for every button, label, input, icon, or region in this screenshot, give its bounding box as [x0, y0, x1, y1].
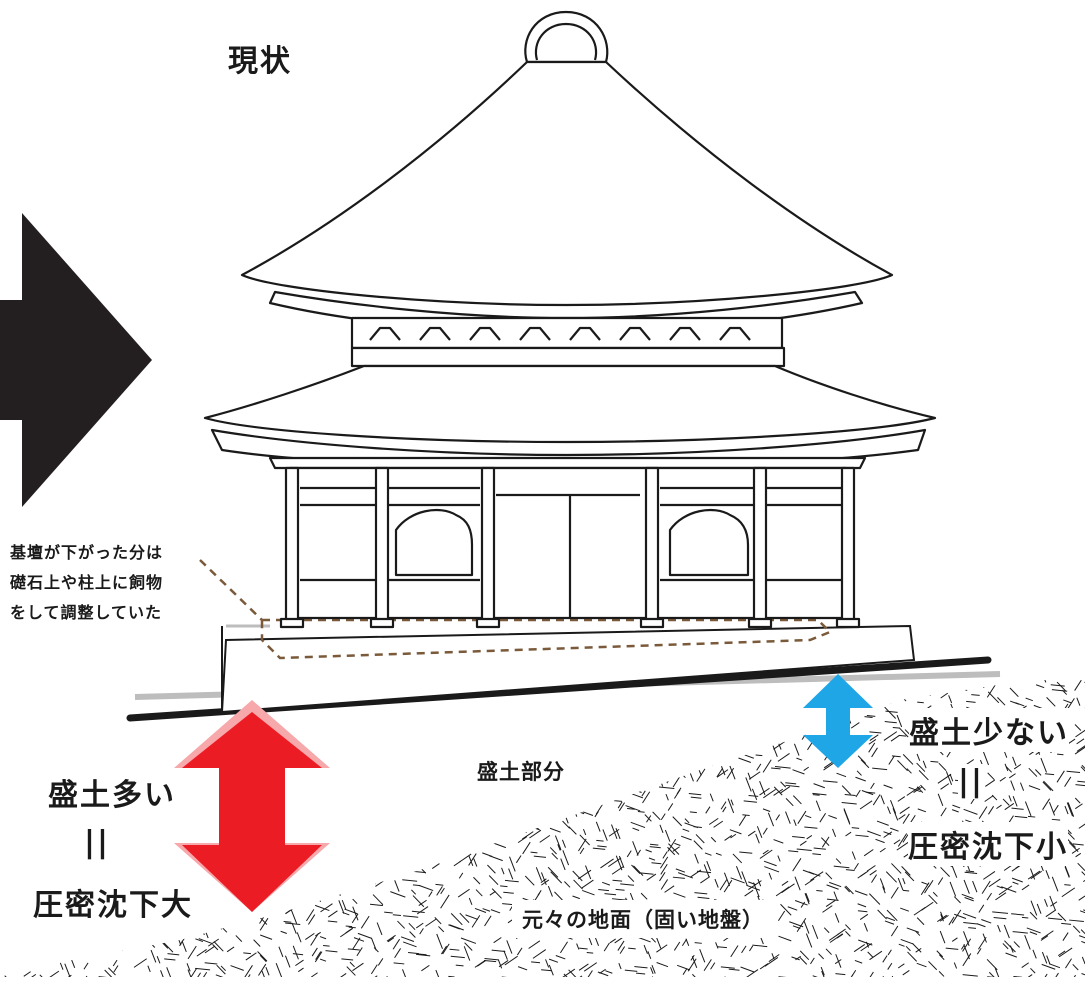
right-label-line1: 盛土少ない [909, 708, 1069, 752]
fill-label: 盛土部分 [477, 756, 565, 786]
big-arrow-icon [0, 213, 152, 507]
large-settlement-arrow-icon [174, 700, 330, 912]
note-line-3: をして調整していた [10, 598, 163, 628]
page-title: 現状 [228, 36, 292, 80]
left-label-equals: || [84, 825, 110, 860]
left-label-line1: 盛土多い [48, 770, 176, 814]
temple-building [205, 12, 935, 627]
small-settlement-arrow-icon [803, 674, 873, 768]
right-label-equals: || [958, 764, 984, 799]
right-label-line3: 圧密沈下小 [908, 822, 1068, 866]
left-label-line3: 圧密沈下大 [33, 880, 193, 924]
note-line-2: 礎石上や柱上に飼物 [10, 568, 163, 598]
adjustment-note: 基壇が下がった分は 礎石上や柱上に飼物 をして調整していた [10, 538, 163, 628]
ground-label: 元々の地面（固い地盤） [512, 900, 774, 938]
note-line-1: 基壇が下がった分は [10, 538, 163, 568]
leader-line [200, 560, 262, 620]
